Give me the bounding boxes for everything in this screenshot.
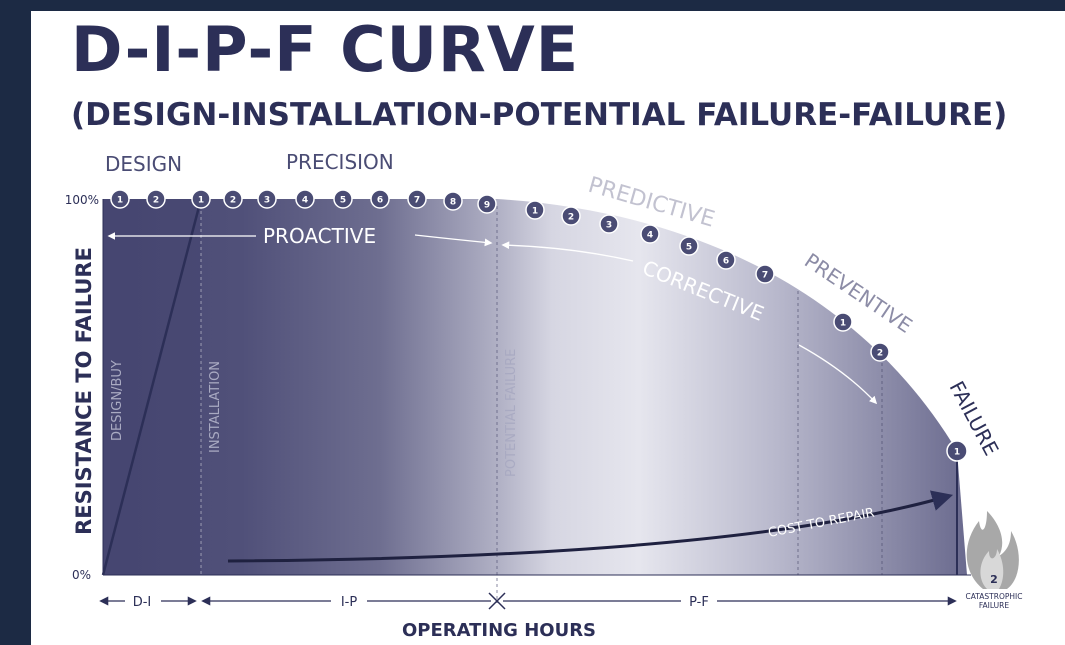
- bubble-predictive-6: 6: [716, 250, 736, 270]
- bubble-label: 5: [340, 196, 346, 206]
- bubble-label: 5: [686, 243, 692, 253]
- bubble-label: 1: [117, 196, 123, 206]
- interval-pf: P-F: [689, 595, 709, 610]
- label-design-buy: DESIGN/BUY: [110, 360, 125, 441]
- bubble-predictive-5: 5: [679, 236, 699, 256]
- corrective-arrow-end: [798, 344, 878, 405]
- bubble-label: 3: [264, 196, 270, 206]
- page-title: D-I-P-F CURVE: [71, 13, 580, 86]
- bubble-failure-1: 1: [946, 440, 968, 462]
- potential-failure-marker: [488, 592, 506, 610]
- bubble-label: 1: [954, 448, 960, 458]
- bubble-predictive-4: 4: [640, 224, 660, 244]
- corrective-arrow-start: [501, 241, 634, 262]
- bubble-precision-7: 7: [407, 189, 427, 209]
- strategy-proactive: PROACTIVE: [263, 224, 376, 248]
- y-tick-100: 100%: [65, 193, 99, 207]
- bubble-label: 2: [877, 349, 883, 359]
- bubble-label: 3: [606, 221, 612, 231]
- bubble-label: 2: [153, 196, 159, 206]
- catastrophic-line2: FAILURE: [979, 601, 1009, 610]
- bubble-label: 1: [532, 207, 538, 217]
- bubble-precision-5: 5: [333, 189, 353, 209]
- bubble-design-2: 2: [146, 189, 166, 209]
- bubble-preventive-2: 2: [870, 342, 890, 362]
- label-installation: INSTALLATION: [208, 361, 223, 453]
- bubble-label: 2: [568, 213, 574, 223]
- interval-ip: I-P: [341, 595, 358, 610]
- x-axis-label: OPERATING HOURS: [402, 620, 596, 641]
- label-potential-failure: POTENTIAL FAILURE: [504, 349, 519, 477]
- bubble-predictive-3: 3: [599, 214, 619, 234]
- bubble-predictive-7: 7: [755, 264, 775, 284]
- proactive-arrow-right: [414, 234, 493, 247]
- resistance-area: [103, 199, 967, 575]
- dipf-diagram: 100% 0% RESISTANCE TO FAILURE DESIGN PRE…: [65, 150, 1023, 641]
- bubble-label: 1: [198, 196, 204, 206]
- y-tick-0: 0%: [72, 568, 91, 582]
- phase-precision: PRECISION: [286, 150, 394, 174]
- design-rise-line: [101, 198, 203, 576]
- bubble-label: 7: [414, 196, 420, 206]
- catastrophic-number: 2: [990, 573, 998, 586]
- bubble-precision-9: 9: [477, 194, 497, 214]
- bubble-preventive-1: 1: [833, 312, 853, 332]
- bubble-precision-6: 6: [370, 189, 390, 209]
- diagram-panel: D-I-P-F CURVE (DESIGN-INSTALLATION-POTEN…: [31, 11, 1065, 645]
- bubble-design-1: 1: [110, 189, 130, 209]
- y-axis-label: RESISTANCE TO FAILURE: [72, 247, 96, 535]
- cost-to-repair-curve: [227, 490, 954, 563]
- bubble-precision-3: 3: [257, 189, 277, 209]
- bubble-predictive-2: 2: [561, 206, 581, 226]
- bubble-label: 6: [723, 257, 729, 267]
- phase-design: DESIGN: [105, 152, 182, 176]
- bubble-label: 7: [762, 271, 768, 281]
- fire-icon: [966, 511, 1019, 589]
- bubble-precision-1: 1: [191, 189, 211, 209]
- bubble-label: 8: [450, 198, 456, 208]
- bubble-label: 4: [647, 231, 653, 241]
- bubble-precision-4: 4: [295, 189, 315, 209]
- bubble-label: 9: [484, 201, 490, 211]
- bubble-predictive-1: 1: [525, 200, 545, 220]
- bubble-label: 6: [377, 196, 383, 206]
- bubble-label: 2: [230, 196, 236, 206]
- bubble-label: 1: [840, 319, 846, 329]
- catastrophic-line1: CATASTROPHIC: [966, 592, 1023, 601]
- bubble-label: 4: [302, 196, 308, 206]
- bubble-precision-2: 2: [223, 189, 243, 209]
- page-subtitle: (DESIGN-INSTALLATION-POTENTIAL FAILURE-F…: [71, 97, 1008, 133]
- interval-di: D-I: [133, 595, 152, 610]
- bubble-precision-8: 8: [443, 191, 463, 211]
- bubble-markers: 1 2 1 2 3 4 5 6 7 8 9 1 2 3 4 5 6 7 1 2 1: [110, 189, 968, 462]
